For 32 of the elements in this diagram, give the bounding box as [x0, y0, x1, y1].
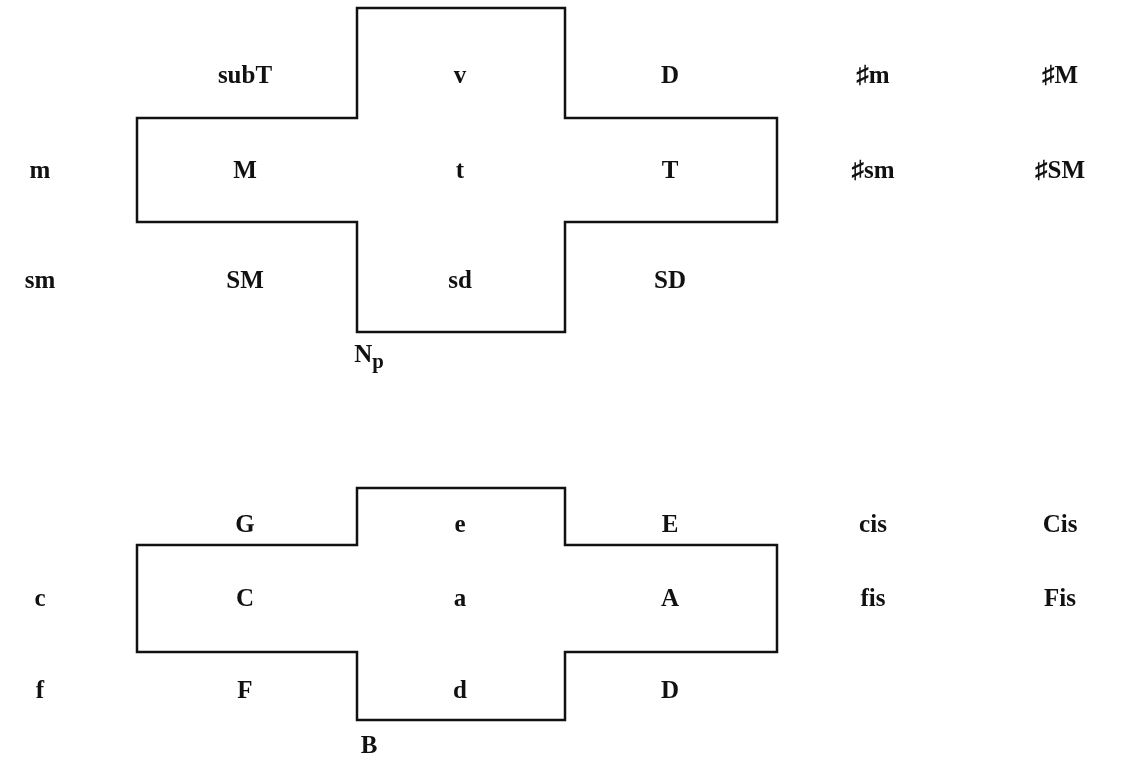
chord-label: ♯M [1041, 61, 1079, 89]
chord-label: G [235, 510, 255, 538]
chord-label: cis [859, 510, 887, 538]
chord-label: Fis [1044, 584, 1076, 612]
chord-label: v [453, 61, 467, 89]
chord-label: C [235, 584, 255, 612]
chord-label: f [35, 676, 45, 704]
chord-label: e [454, 510, 466, 538]
cross-label: B [360, 731, 378, 759]
chord-label: D [660, 676, 680, 704]
chord-label: m [29, 156, 51, 184]
chord-label: subT [217, 61, 273, 89]
chord-label: M [233, 156, 257, 184]
chord-label: SD [654, 266, 686, 294]
chord-label: ♯sm [851, 156, 895, 184]
cross-label: N$_{p}$ [354, 340, 384, 374]
chord-label: D [660, 61, 680, 89]
chord-label: T [661, 156, 679, 184]
chord-label: t [455, 156, 465, 184]
chord-label: E [661, 510, 679, 538]
chord-label: c [34, 584, 46, 612]
chord-label: a [453, 584, 467, 612]
chord-label: F [237, 676, 253, 704]
chord-label: sm [24, 266, 56, 294]
chord-label: sd [448, 266, 472, 294]
chord-label: SM [226, 266, 264, 294]
chord-label: fis [860, 584, 886, 612]
chord-label: Cis [1042, 510, 1078, 538]
chord-label: ♯SM [1035, 156, 1085, 184]
chord-label: ♯m [856, 61, 890, 89]
chord-label: d [453, 676, 467, 704]
chord-label: A [660, 584, 680, 612]
